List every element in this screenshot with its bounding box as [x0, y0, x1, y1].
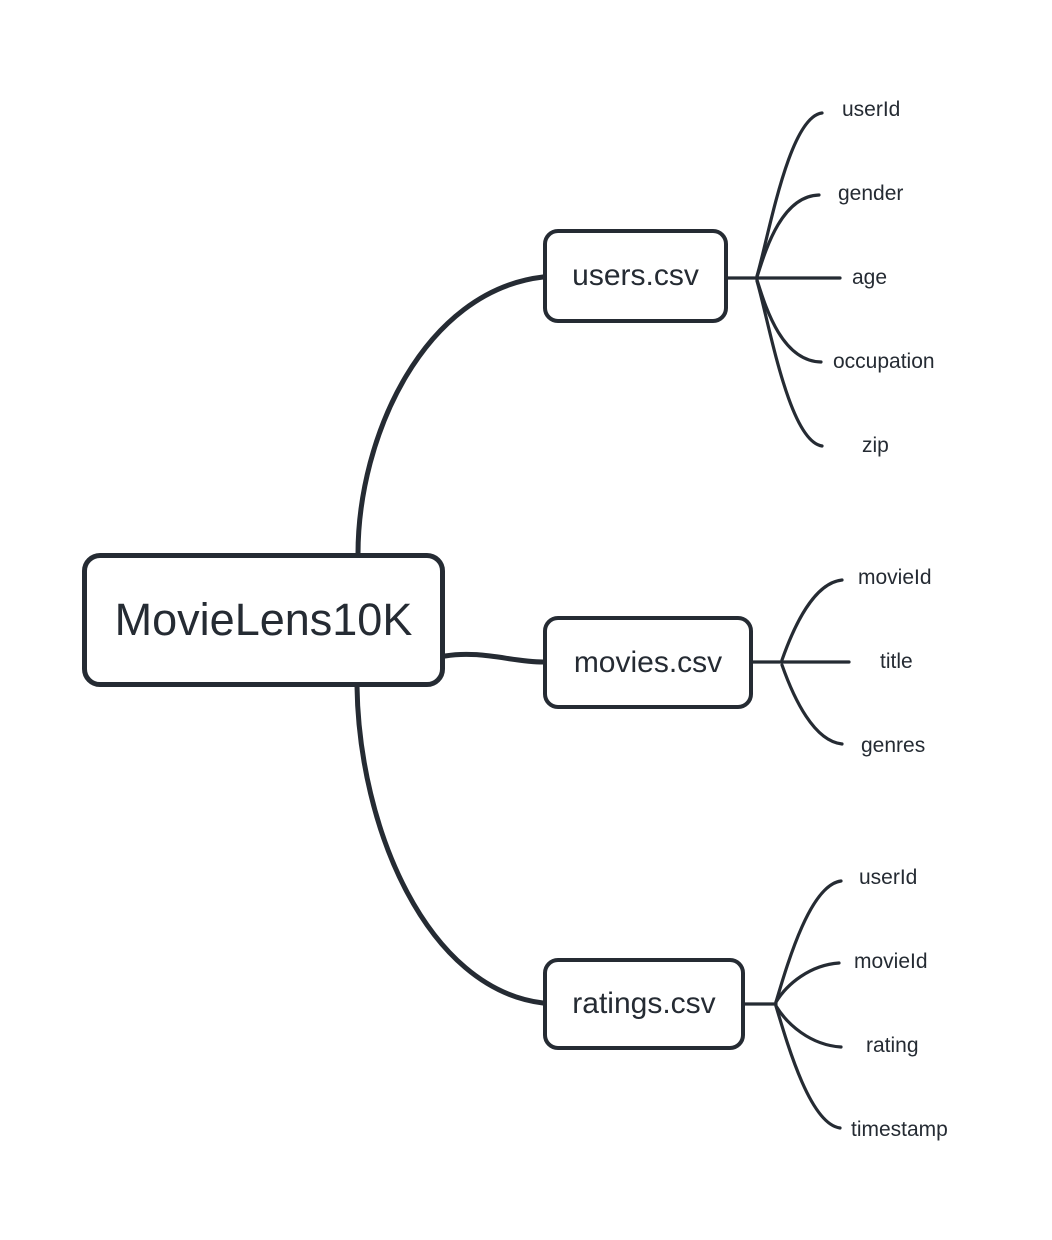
edge-users-zip [755, 279, 824, 448]
edge-movies-genres [780, 663, 844, 746]
edge-users-gender [755, 193, 821, 279]
edge-root-movies [442, 651, 546, 665]
edge-root-ratings [354, 683, 546, 1006]
leaf-movies-movieid[interactable]: movieId [858, 566, 932, 589]
leaf-movies-genres[interactable]: genres [861, 734, 926, 757]
node-ratings-csv[interactable]: ratings.csv [543, 958, 745, 1050]
root-node[interactable]: MovieLens10K [82, 553, 445, 687]
edge-ratings-timestamp [774, 1004, 842, 1130]
leaf-ratings-userid[interactable]: userId [859, 866, 918, 889]
node-movies-csv[interactable]: movies.csv [543, 616, 753, 709]
leaf-users-age[interactable]: age [852, 266, 888, 289]
edge-root-users [355, 274, 546, 557]
edge-ratings-userid [774, 879, 843, 1004]
leaf-users-gender[interactable]: gender [838, 182, 904, 205]
edge-ratings-movieid [774, 961, 841, 1004]
edge-movies-movieid [780, 578, 844, 662]
node-users-csv[interactable]: users.csv [543, 229, 728, 323]
leaf-users-occupation[interactable]: occupation [833, 350, 935, 373]
leaf-ratings-rating[interactable]: rating [866, 1034, 919, 1057]
leaf-users-userid[interactable]: userId [842, 98, 901, 121]
leaf-ratings-movieid[interactable]: movieId [854, 950, 928, 973]
leaf-users-zip[interactable]: zip [862, 434, 889, 457]
leaf-ratings-timestamp[interactable]: timestamp [851, 1118, 948, 1141]
edge-ratings-rating [774, 1004, 843, 1049]
leaf-movies-title[interactable]: title [880, 650, 913, 673]
